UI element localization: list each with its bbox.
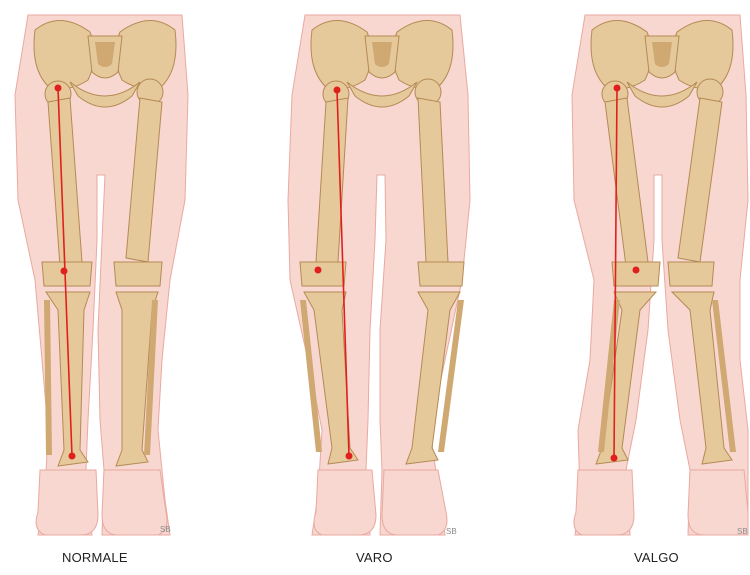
panel-caption-normale: NORMALE xyxy=(62,550,128,565)
artist-signature: SB xyxy=(446,527,457,536)
panel-caption-varo: VARO xyxy=(356,550,393,565)
foot-left xyxy=(102,470,167,535)
knee-center-point xyxy=(315,267,322,274)
artist-signature: SB xyxy=(160,525,171,534)
ankle-center-point xyxy=(69,453,76,460)
panel-caption-valgo: VALGO xyxy=(634,550,679,565)
panel-valgo xyxy=(572,15,748,535)
panel-varo xyxy=(288,15,470,535)
knee-center-point xyxy=(633,267,640,274)
panel-normale xyxy=(15,15,188,535)
ankle-center-point xyxy=(346,453,353,460)
hip-center-point xyxy=(55,85,62,92)
knee-center-point xyxy=(61,268,68,275)
foot-left xyxy=(688,470,748,535)
ankle-center-point xyxy=(611,455,618,462)
hip-center-point xyxy=(334,87,341,94)
hip-center-point xyxy=(614,85,621,92)
foot-right xyxy=(314,470,376,535)
foot-right xyxy=(574,470,634,535)
artist-signature: SB xyxy=(737,527,748,536)
foot-left xyxy=(382,470,447,535)
foot-right xyxy=(36,470,98,535)
